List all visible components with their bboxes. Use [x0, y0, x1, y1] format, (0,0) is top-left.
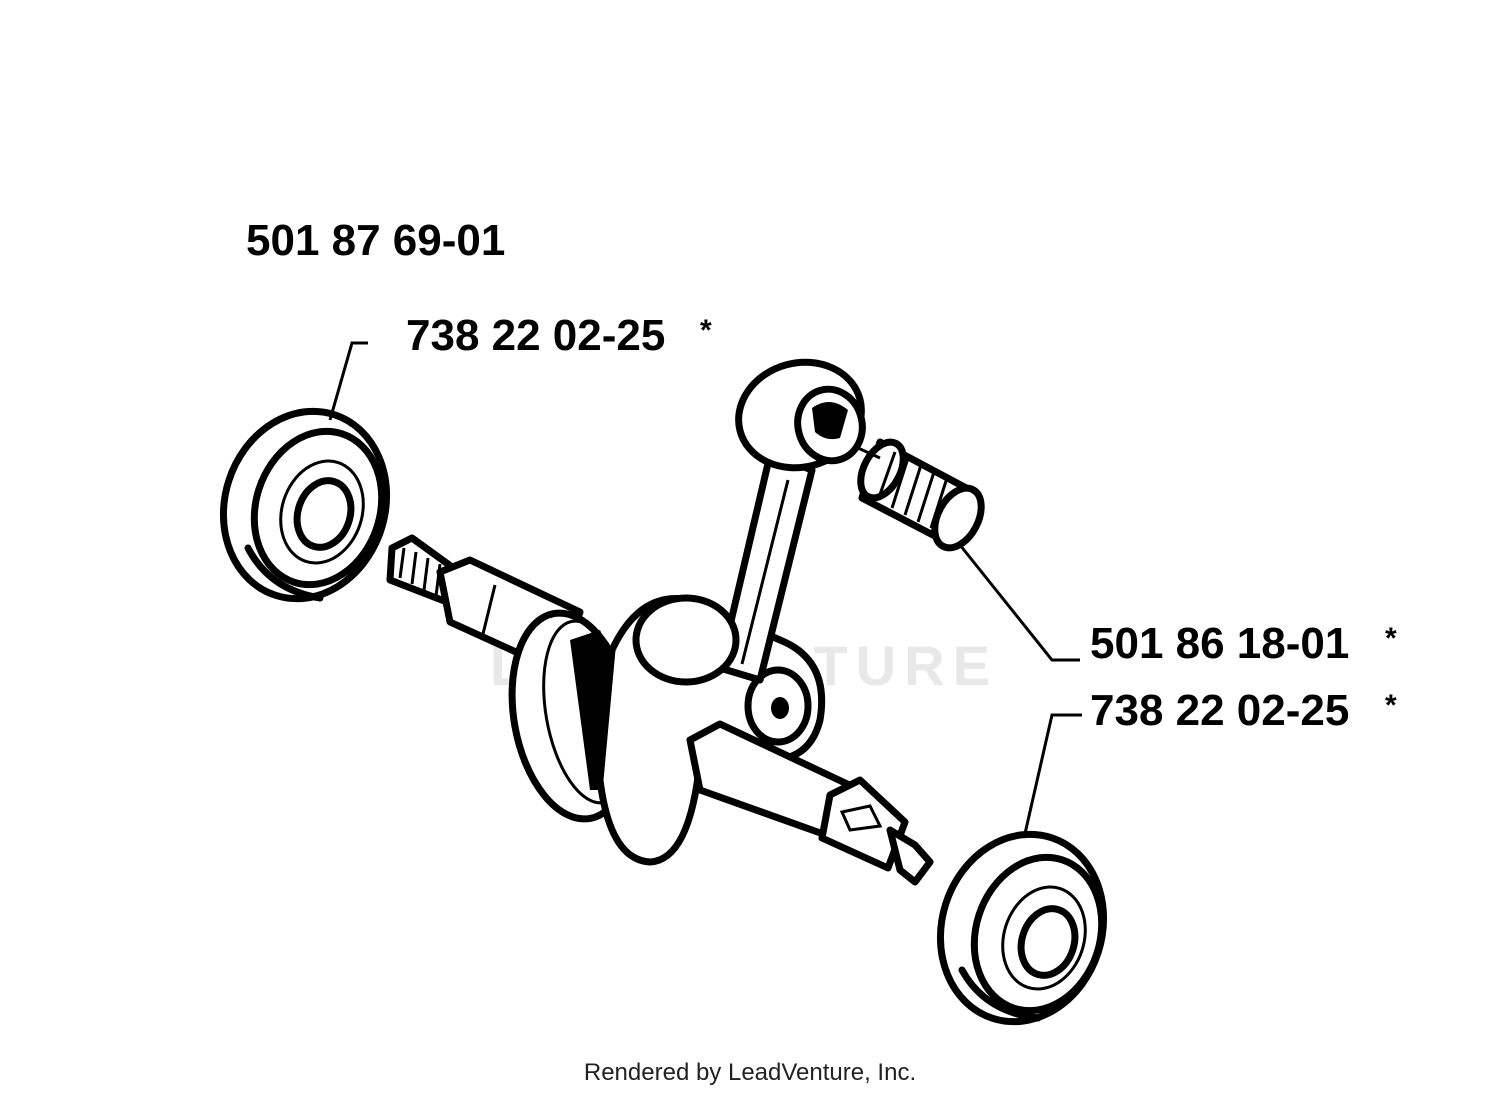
label-needle-bearing-asterisk: * — [1385, 622, 1397, 655]
leader-line-rod — [857, 446, 881, 460]
label-crankshaft-assembly: 501 87 69-01 — [246, 216, 505, 265]
main-bearing-right[interactable] — [917, 813, 1128, 1043]
crankshaft[interactable] — [386, 534, 934, 886]
main-bearing-left[interactable] — [200, 390, 411, 620]
leader-line-bearing-top — [328, 341, 368, 421]
label-needle-bearing: 501 86 18-01 — [1090, 619, 1349, 668]
footer-credit: Rendered by LeadVenture, Inc. — [584, 1059, 916, 1086]
connecting-rod[interactable] — [632, 349, 873, 686]
needle-bearing[interactable] — [852, 435, 991, 556]
leader-line-needle-bearing — [958, 544, 1080, 662]
label-bearing-top-asterisk: * — [700, 314, 712, 347]
label-bearing-bottom: 738 22 02-25 — [1090, 686, 1349, 735]
label-bearing-bottom-asterisk: * — [1385, 689, 1397, 722]
leader-line-bearing-bottom — [1022, 713, 1082, 839]
label-bearing-top: 738 22 02-25 — [406, 311, 665, 360]
